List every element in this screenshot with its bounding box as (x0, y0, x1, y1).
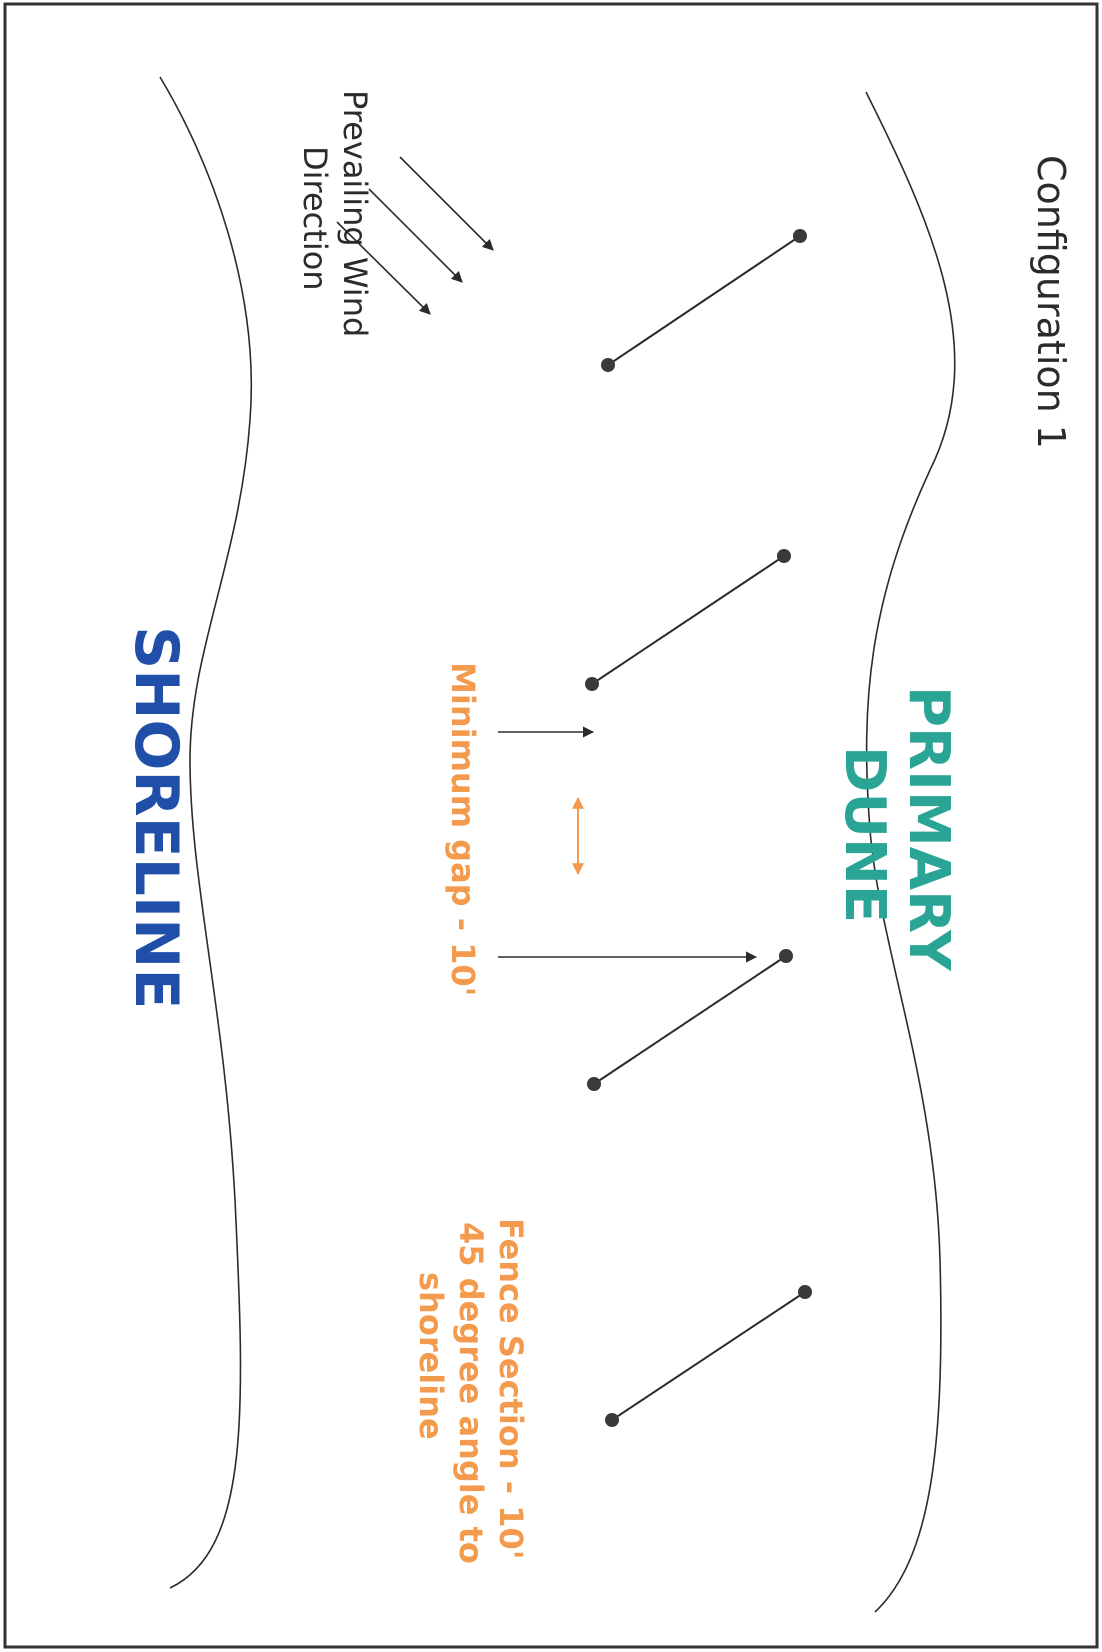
fence-post (798, 1285, 812, 1299)
primary-dune-line (865, 91, 956, 1613)
fence-label-line-1: Fence Section - 10' (492, 1218, 530, 1560)
fence-section (601, 229, 807, 372)
fence-section (587, 949, 793, 1091)
fence-post (587, 1077, 601, 1091)
fence-post (605, 1413, 619, 1427)
fence-post (779, 949, 793, 963)
wind-arrow (368, 188, 463, 283)
shoreline-label: SHORELINE (121, 626, 191, 1009)
shoreline-line (159, 76, 253, 1589)
dune-label-line-1: PRIMARY (896, 686, 961, 972)
dune-label-line-2: DUNE (832, 746, 897, 923)
wind-arrow (336, 221, 431, 315)
fence-post (793, 229, 807, 243)
fence-post (585, 677, 599, 691)
gap-label: Minimum gap - 10' (444, 662, 482, 996)
wind-label-line-1: Prevailing Wind (336, 90, 374, 337)
page-border (3, 2, 1099, 1649)
fence-post (777, 549, 791, 563)
fence-label-line-2: 45 degree angle to (452, 1222, 490, 1564)
fence-section (605, 1285, 812, 1427)
wind-arrow (399, 156, 494, 251)
page-title: Configuration 1 (1029, 155, 1073, 449)
wind-label-line-2: Direction (296, 146, 334, 291)
fence-section (585, 549, 791, 691)
fence-post (601, 358, 615, 372)
fence-label-line-3: shoreline (412, 1272, 450, 1440)
